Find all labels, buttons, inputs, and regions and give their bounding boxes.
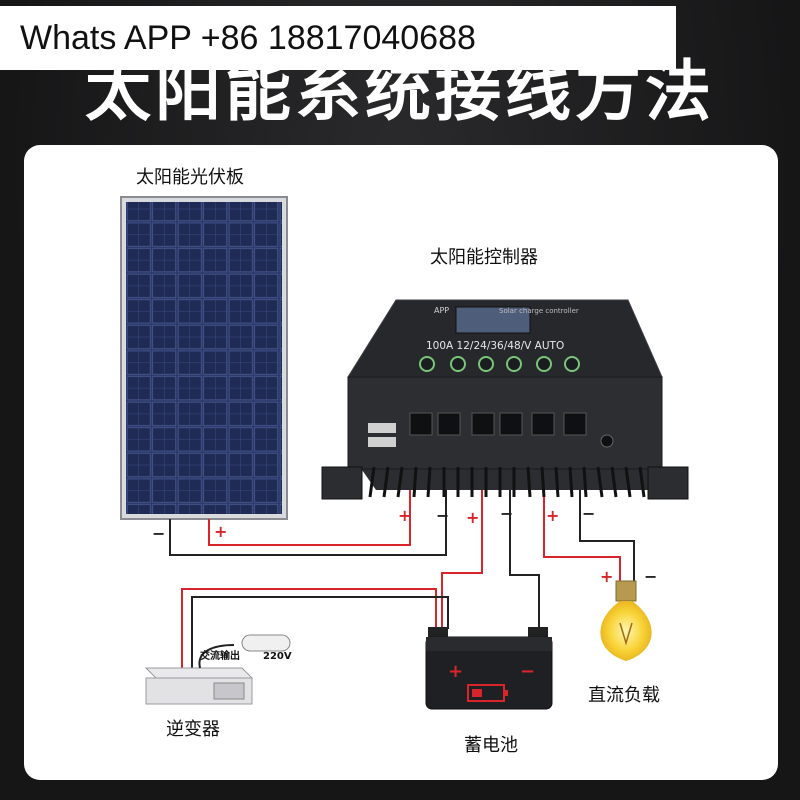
controller-subtitle: Solar charge controller	[499, 307, 579, 315]
battery: + −	[425, 627, 553, 710]
pv-wires	[169, 445, 447, 556]
light-bulb-icon	[600, 580, 652, 661]
socket-label: 交流输出	[200, 649, 240, 662]
battery-minus: −	[520, 661, 535, 682]
socket-voltage: 220V	[263, 651, 292, 662]
pv-minus-marker: −	[152, 524, 165, 543]
terminal-blocks	[409, 412, 587, 436]
polarity-markers: − + + − + − + − + −	[152, 504, 657, 586]
dc-load-label: 直流负载	[588, 685, 660, 706]
solar-panel	[120, 196, 288, 520]
dc-jack	[600, 434, 614, 448]
pv-plus-marker: +	[214, 522, 227, 541]
controller-model: 100A 12/24/36/48/V AUTO	[426, 340, 564, 352]
inverter-label: 逆变器	[166, 719, 220, 740]
diagram-panel: 太阳能光伏板 太阳能控制器 逆变器 蓄电池 直流负载	[24, 145, 778, 780]
battery-level-icon	[467, 684, 508, 702]
ctrl-load-plus: +	[546, 506, 559, 525]
load-plus: +	[600, 567, 613, 586]
contact-banner: Whats APP +86 18817040688	[0, 6, 676, 70]
ctrl-pv-plus: +	[398, 506, 411, 525]
battery-wires	[441, 445, 540, 629]
ctrl-pv-minus: −	[436, 506, 449, 525]
heatsink-fins	[368, 466, 646, 498]
controller-buttons	[419, 356, 580, 372]
controller-brand: APP	[434, 306, 449, 315]
controller-label: 太阳能控制器	[430, 247, 538, 268]
battery-label: 蓄电池	[464, 735, 518, 756]
ctrl-load-minus: −	[582, 504, 595, 523]
ctrl-bat-plus: +	[466, 508, 479, 527]
ctrl-bat-minus: −	[500, 504, 513, 523]
solar-panel-label: 太阳能光伏板	[136, 167, 244, 188]
ac-socket	[241, 634, 291, 652]
load-wires	[543, 445, 635, 585]
mount-ear-right	[647, 466, 689, 500]
load-minus: −	[644, 567, 657, 586]
usb-ports	[368, 423, 396, 447]
mount-ear-left	[321, 466, 363, 500]
charge-controller: APP Solar charge controller 100A 12/24/3…	[321, 299, 689, 500]
inverter: 交流输出 220V	[144, 634, 292, 705]
wiring-diagram: APP Solar charge controller 100A 12/24/3…	[120, 196, 689, 710]
inverter-wires	[181, 588, 449, 670]
battery-plus: +	[448, 661, 463, 682]
